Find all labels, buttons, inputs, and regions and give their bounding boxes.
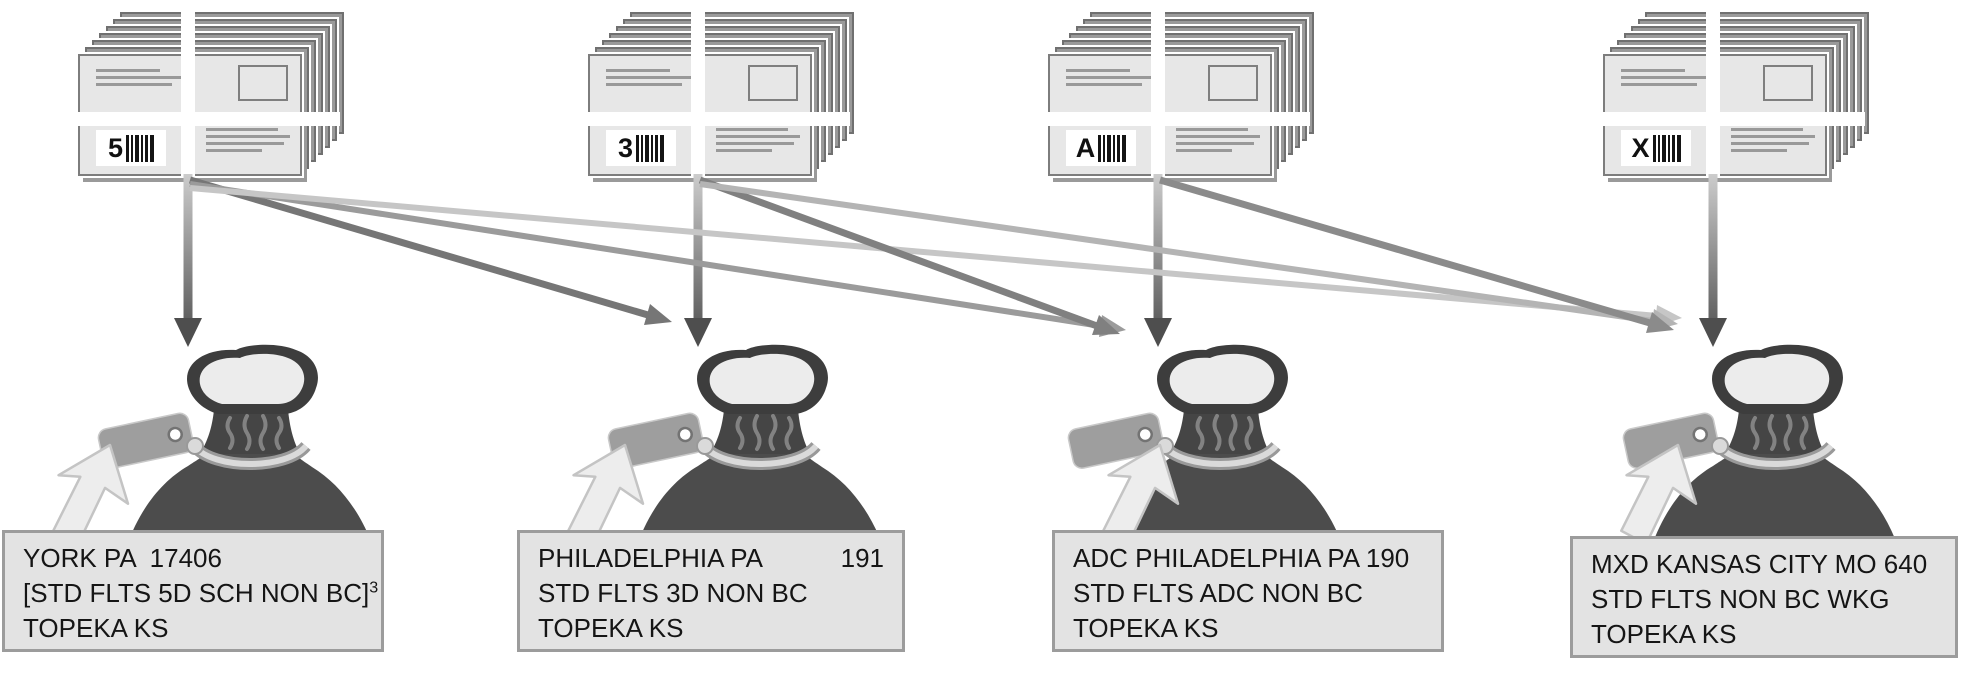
sack-wrinkles [735, 414, 794, 451]
sack-rope [1711, 437, 1836, 470]
barcode-icon [1652, 134, 1681, 162]
bundle-strap [1603, 112, 1865, 126]
arrow-bundle3-to-sack3 [698, 176, 1120, 335]
address-lines-icon [206, 128, 290, 156]
address-lines-icon [606, 69, 694, 90]
sack-label-line: TOPEKA KS [1073, 613, 1219, 643]
bundle-level-code: 3 [617, 132, 634, 163]
arrow-bundleX-to-sack4 [1699, 174, 1727, 347]
sack-label-york-pa: YORK PA 17406 [STD FLTS 5D SCH NON BC]3 … [2, 530, 384, 652]
bundle-strap [1048, 112, 1310, 126]
address-lines-icon [716, 128, 800, 156]
stamp-box-icon [748, 65, 798, 101]
arrow-bundleA-to-sack3 [1144, 174, 1172, 347]
superscript: 3 [369, 578, 379, 597]
sack-wrinkles [1750, 414, 1809, 451]
bundle-level-code: A [1075, 132, 1096, 163]
sack-label-line: STD FLTS 3D NON BC [538, 578, 808, 608]
address-lines-icon [1621, 69, 1709, 90]
barcode-icon [126, 134, 155, 162]
sack-label-adc-philadelphia: ADC PHILADELPHIA PA 190 STD FLTS ADC NON… [1052, 530, 1444, 652]
bundle-strap [1151, 8, 1165, 176]
address-lines-icon [96, 69, 184, 90]
stamp-box-icon [1763, 65, 1813, 101]
address-lines-icon [1176, 128, 1260, 156]
bundle-strap [78, 112, 340, 126]
sack-label-line: ADC PHILADELPHIA PA 190 [1073, 543, 1410, 573]
bundle-X: X [1603, 8, 1869, 176]
arrow-bundle5-to-sack1 [174, 174, 202, 347]
routing-label-adc: A [1066, 130, 1136, 166]
arrow-bundleA-to-sack4 [1159, 176, 1674, 333]
arrow-bundle5-to-sack4 [189, 185, 1682, 327]
arrow-bundle3-to-sack2 [684, 174, 712, 347]
barcode-icon [636, 134, 665, 162]
bundle-strap [691, 8, 705, 176]
arrow-bundle5-to-sack3 [189, 181, 1126, 337]
routing-label-5-digit: 5 [96, 130, 166, 166]
sack-label-line: YORK PA 17406 [23, 543, 222, 573]
bundle-level-code: 5 [107, 132, 124, 163]
address-lines-icon [1731, 128, 1815, 156]
arrow-bundle5-to-sack2 [189, 176, 672, 325]
stamp-box-icon [238, 65, 288, 101]
bundle-strap [1706, 8, 1720, 176]
stamp-box-icon [1208, 65, 1258, 101]
sack-label-line: STD FLTS ADC NON BC [1073, 578, 1363, 608]
sack-label-mxd-kansas-city: MXD KANSAS CITY MO 640 STD FLTS NON BC W… [1570, 536, 1958, 658]
sack-tag-icon [607, 412, 705, 469]
sack-rope [186, 437, 311, 470]
barcode-icon [1098, 134, 1127, 162]
address-lines-icon [1066, 69, 1154, 90]
bundle-level-code: X [1631, 132, 1650, 163]
sack-tag-icon [1067, 412, 1165, 469]
sack-label-line: [STD FLTS 5D SCH NON BC]3 [23, 578, 379, 608]
sack-rope [696, 437, 821, 470]
sack-label-line: MXD KANSAS CITY MO 640 [1591, 549, 1928, 579]
sack-label-line: STD FLTS NON BC WKG [1591, 584, 1890, 614]
bundle-A: A [1048, 8, 1314, 176]
routing-label-mixed: X [1621, 130, 1691, 166]
routing-label-3-digit: 3 [606, 130, 676, 166]
bundle-5: 5 [78, 8, 344, 176]
bundle-strap [181, 8, 195, 176]
bundle-strap [588, 112, 850, 126]
sack-label-line: TOPEKA KS [1591, 619, 1737, 649]
sack-label-line: TOPEKA KS [23, 613, 169, 643]
sack-label-line: TOPEKA KS [538, 613, 684, 643]
bundle-3: 3 [588, 8, 854, 176]
sack-tag-icon [1622, 412, 1720, 469]
sack-wrinkles [1195, 414, 1254, 451]
sack-wrinkles [225, 414, 284, 451]
arrow-bundle3-to-sack4 [699, 181, 1678, 331]
sack-tag-icon [97, 412, 195, 469]
